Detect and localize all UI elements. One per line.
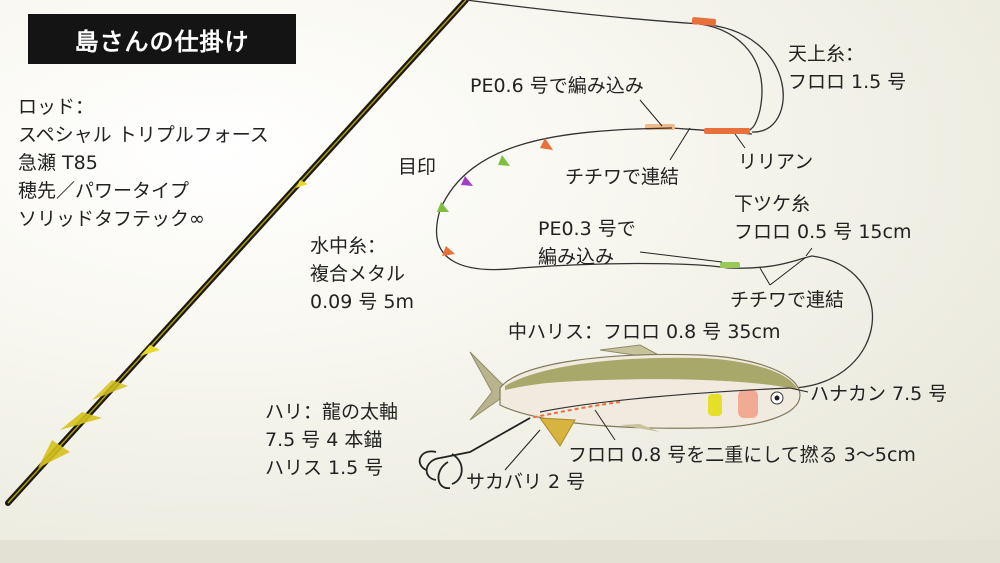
- pe03-label-line: 編み込み: [538, 246, 615, 268]
- tenjo-label: 天上糸： フロロ 1.5 号: [788, 40, 906, 96]
- hari-label: ハリ：龍の太軸 7.5 号 4 本錨 ハリス 1.5 号: [265, 398, 398, 482]
- hari-label-line: ハリ：龍の太軸: [265, 401, 399, 423]
- lilian-label: リリアン: [738, 151, 814, 173]
- tenjo-label-line: フロロ 1.5 号: [788, 71, 907, 93]
- suichu-label-line: 複合メタル: [310, 263, 406, 285]
- suichu-label-line: 水中糸：: [310, 235, 387, 257]
- sakabari-label: サカバリ 2 号: [466, 471, 586, 493]
- tenjo-label-line: 天上糸：: [788, 43, 865, 65]
- chichiwa-label-lower: チチワで連結: [730, 289, 845, 311]
- hari-label-line: 7.5 号 4 本錨: [265, 429, 383, 451]
- hanakan-label: ハナカン 7.5 号: [810, 383, 948, 405]
- pe03-label: PE0.3 号で 編み込み: [538, 215, 636, 271]
- mejirushi-markers: [437, 138, 553, 256]
- shitatsuke-line: [794, 255, 874, 389]
- rod-label-line: スペシャル トリプルフォース: [18, 124, 269, 146]
- page-title: 島さんの仕掛け: [28, 14, 296, 64]
- suichu-label: 水中糸： 複合メタル 0.09 号 5m: [310, 232, 414, 316]
- shitatsuke-label: 下ツケ糸 フロロ 0.5 号 15cm: [734, 190, 911, 246]
- tenjo-knots: [645, 17, 750, 134]
- hari-label-line: ハリス 1.5 号: [265, 457, 384, 479]
- rod-label-line: 穂先／パワータイプ: [18, 180, 190, 202]
- suichu-label-line: 0.09 号 5m: [310, 291, 414, 313]
- shitatsuke-label-line: 下ツケ糸: [734, 193, 811, 215]
- pe06-label: PE0.6 号で編み込み: [470, 75, 644, 97]
- pe03-label-line: PE0.3 号で: [538, 218, 636, 240]
- rod-label-line: 急瀬 T85: [18, 152, 98, 174]
- rod: [5, 0, 469, 506]
- fish: [469, 344, 801, 447]
- tenjo-line: [465, 0, 784, 135]
- rod-label: ロッド： スペシャル トリプルフォース 急瀬 T85 穂先／パワータイプ ソリッ…: [18, 93, 269, 233]
- pe03-knot: [720, 262, 740, 268]
- nakaharisu-label: 中ハリス：フロロ 0.8 号 35cm: [508, 321, 781, 343]
- bottom-band: [0, 540, 1000, 563]
- rod-label-line: ソリッドタフテック∞: [18, 208, 205, 230]
- fluoro-twist-label: フロロ 0.8 号を二重にして撚る 3〜5cm: [568, 444, 916, 466]
- shitatsuke-label-line: フロロ 0.5 号 15cm: [734, 221, 912, 243]
- rod-label-line: ロッド：: [18, 96, 95, 118]
- nakaharisu-line: [529, 387, 791, 419]
- chichiwa-label-upper: チチワで連結: [565, 166, 680, 188]
- mejirushi-label: 目印: [398, 156, 437, 178]
- rig-drawing: [5, 0, 874, 506]
- leader-lines: [504, 99, 813, 471]
- anchor-hooks: [418, 417, 531, 489]
- water-line: [435, 127, 813, 271]
